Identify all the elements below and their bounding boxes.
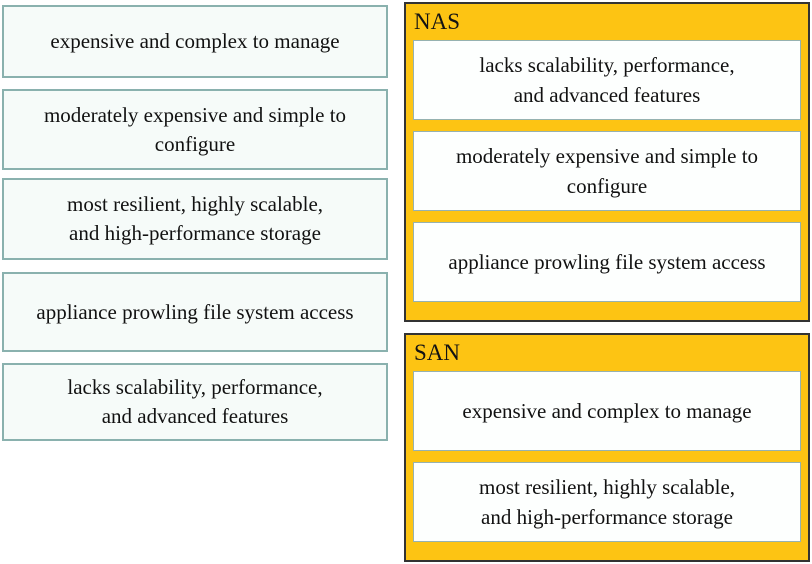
san-slot-2[interactable]: most resilient, highly scalable, and hig…	[413, 462, 801, 542]
san-drop-panel[interactable]: SAN expensive and complex to manage most…	[404, 333, 810, 562]
drag-option-2[interactable]: moderately expensive and simple to confi…	[2, 89, 388, 170]
drag-option-4[interactable]: appliance prowling file system access	[2, 272, 388, 352]
nas-slot-2[interactable]: moderately expensive and simple to confi…	[413, 131, 801, 211]
nas-drop-panel[interactable]: NAS lacks scalability, performance, and …	[404, 2, 810, 322]
nas-panel-label: NAS	[414, 9, 461, 34]
drag-option-5[interactable]: lacks scalability, performance, and adva…	[2, 363, 388, 441]
drag-option-1[interactable]: expensive and complex to manage	[2, 5, 388, 78]
san-panel-label: SAN	[414, 340, 461, 365]
drag-option-3[interactable]: most resilient, highly scalable, and hig…	[2, 178, 388, 260]
nas-slot-1[interactable]: lacks scalability, performance, and adva…	[413, 40, 801, 120]
nas-slot-3[interactable]: appliance prowling file system access	[413, 222, 801, 302]
san-slot-1[interactable]: expensive and complex to manage	[413, 371, 801, 451]
